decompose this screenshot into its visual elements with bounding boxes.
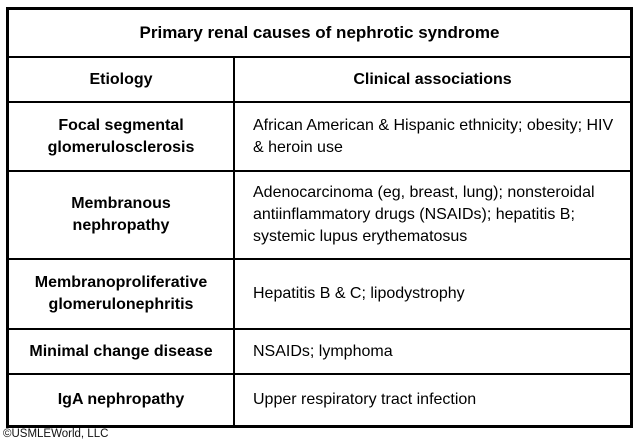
associations-cell: African American & Hispanic ethnicity; o… bbox=[253, 116, 614, 156]
copyright-notice: ©USMLEWorld, LLC bbox=[3, 428, 109, 440]
table-title: Primary renal causes of nephrotic syndro… bbox=[139, 23, 500, 42]
etiology-cell: Membranoproliferative glomerulonephritis bbox=[9, 260, 235, 328]
table-row: Focal segmental glomerulosclerosis Afric… bbox=[9, 101, 630, 170]
column-header-etiology: Etiology bbox=[9, 58, 235, 101]
table-header-row: Etiology Clinical associations bbox=[9, 56, 630, 101]
associations-cell: Upper respiratory tract infection bbox=[253, 391, 477, 408]
associations-cell: Hepatitis B & C; lipodystrophy bbox=[253, 285, 465, 302]
table-row: IgA nephropathy Upper respiratory tract … bbox=[9, 373, 630, 425]
etiology-cell: IgA nephropathy bbox=[9, 375, 235, 425]
column-header-clinical-associations: Clinical associations bbox=[353, 70, 512, 88]
etiology-cell: Focal segmental glomerulosclerosis bbox=[9, 103, 235, 170]
table-row: Minimal change disease NSAIDs; lymphoma bbox=[9, 328, 630, 373]
nephrotic-syndrome-table: Primary renal causes of nephrotic syndro… bbox=[6, 7, 633, 428]
etiology-cell: Minimal change disease bbox=[9, 330, 235, 373]
associations-cell: Adenocarcinoma (eg, breast, lung); nonst… bbox=[253, 184, 595, 245]
table-row: Membranous nephropathy Adenocarcinoma (e… bbox=[9, 170, 630, 258]
etiology-cell: Membranous nephropathy bbox=[9, 172, 235, 258]
associations-cell: NSAIDs; lymphoma bbox=[253, 342, 393, 360]
table-row: Membranoproliferative glomerulonephritis… bbox=[9, 258, 630, 328]
